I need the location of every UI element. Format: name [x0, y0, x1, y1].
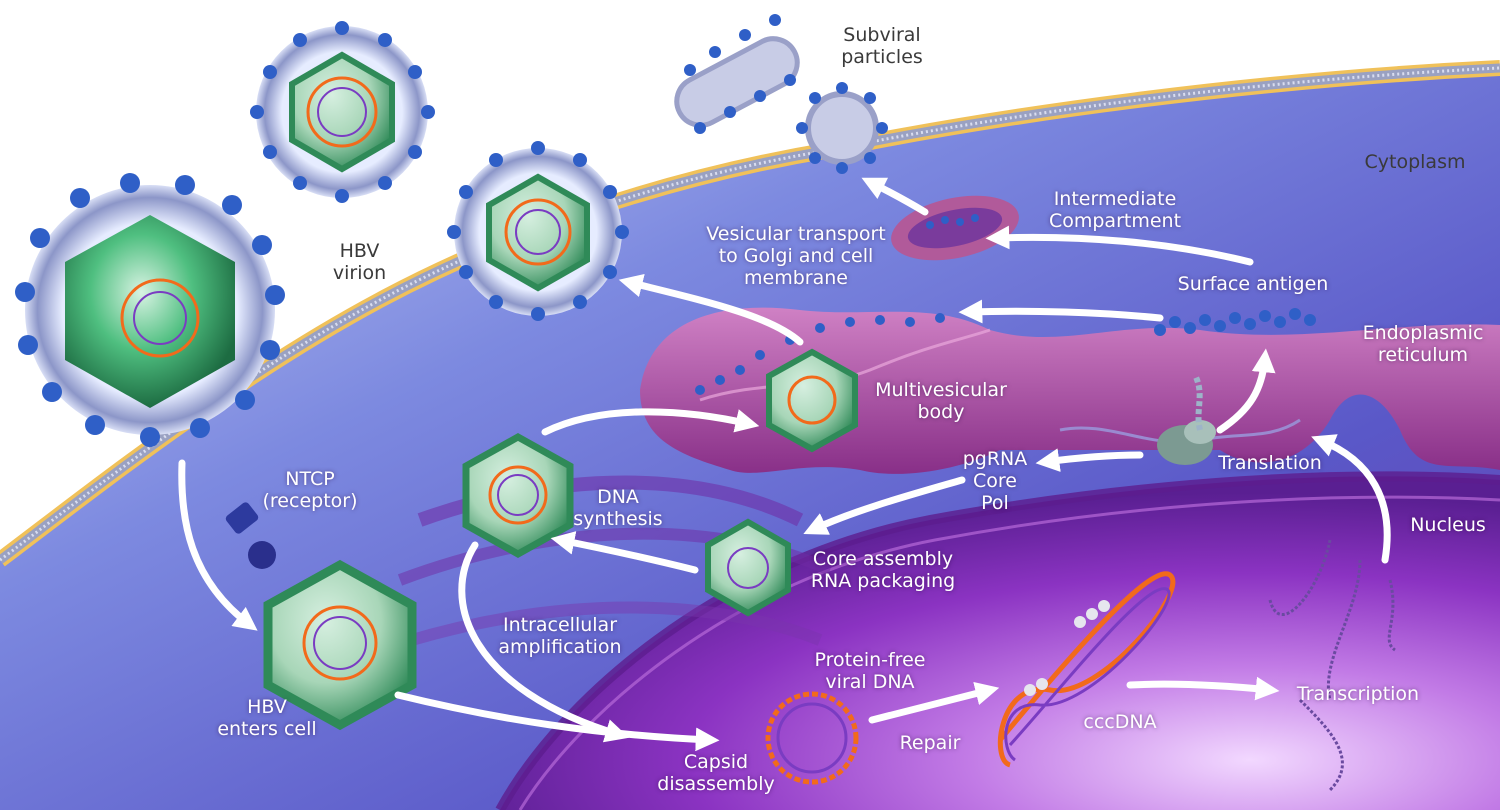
arrow-er-to-mvb — [958, 299, 1164, 324]
capsid-icon — [705, 518, 791, 617]
label-subviral-particles: Subviral particles — [812, 24, 952, 68]
arrow-to-subviral — [861, 177, 929, 216]
label-protein-free-dna: Protein-free viral DNA — [800, 649, 940, 693]
label-line: amplification — [498, 636, 622, 658]
capsid-icon — [462, 432, 574, 559]
arrow-transcription — [1126, 676, 1280, 701]
label-line: Repair — [899, 732, 961, 754]
protein-free-dna-icon — [765, 691, 859, 785]
label-line: Transcription — [1296, 683, 1420, 705]
label-line: Intracellular — [502, 614, 618, 636]
label-line: Subviral — [843, 24, 921, 46]
ntcp-receptor-icon — [225, 502, 276, 569]
label-dna-synthesis: DNA synthesis — [570, 486, 666, 530]
label-line: membrane — [744, 267, 848, 289]
label-multivesicular-body: Multivesicular body — [863, 379, 1019, 423]
label-ntcp-receptor: NTCP (receptor) — [255, 468, 365, 512]
label-line: Core assembly — [812, 548, 954, 570]
arrow-to-surface-antigen — [1216, 348, 1276, 434]
label-core-assembly: Core assembly RNA packaging — [800, 548, 966, 592]
label-transcription: Transcription — [1283, 683, 1433, 705]
arrow-to-pgrna — [1035, 448, 1144, 472]
hbv-virion-icon — [250, 21, 435, 203]
ribosome-icon — [1157, 420, 1216, 465]
label-intermediate-compartment: Intermediate Compartment — [1030, 188, 1200, 232]
label-line: body — [917, 401, 965, 423]
subviral-particle-icon — [796, 82, 888, 174]
arrow-to-core-assembly — [803, 476, 966, 535]
label-line: RNA packaging — [810, 570, 956, 592]
label-repair: Repair — [885, 732, 975, 754]
arrow-to-mvb — [541, 408, 760, 436]
arrow-entry — [178, 459, 258, 631]
capsid-icon — [766, 348, 858, 453]
label-line: virion — [332, 262, 387, 284]
label-line: HBV — [247, 696, 287, 718]
label-line: Nucleus — [1410, 514, 1486, 536]
label-line: Capsid — [683, 751, 749, 773]
label-line: NTCP — [285, 468, 335, 490]
label-hbv-enters-cell: HBV enters cell — [212, 696, 322, 740]
capsid-icon — [263, 559, 417, 731]
label-line: Protein-free — [814, 649, 926, 671]
label-line: Translation — [1218, 452, 1322, 474]
label-line: Pol — [981, 492, 1009, 514]
label-line: Intermediate — [1053, 188, 1177, 210]
label-line: HBV — [339, 240, 380, 262]
hbv-virion-icon — [15, 173, 285, 447]
label-line: reticulum — [1377, 344, 1469, 366]
surface-antigen-cluster — [695, 214, 1316, 395]
label-intracellular-amplification: Intracellular amplification — [490, 614, 630, 658]
label-line: cccDNA — [1083, 711, 1157, 733]
arrow-intracellular-amplification — [458, 541, 630, 743]
label-hbv-virion: HBV virion — [312, 240, 407, 284]
label-endoplasmic-reticulum: Endoplasmic reticulum — [1350, 322, 1496, 366]
endoplasmic-reticulum — [640, 307, 1500, 474]
label-line: Compartment — [1048, 210, 1182, 232]
label-line: Vesicular transport — [706, 223, 886, 245]
label-line: viral DNA — [825, 671, 915, 693]
arrow-translation-up — [1311, 434, 1391, 564]
hbv-virion-icon — [447, 141, 629, 321]
label-line: disassembly — [657, 773, 775, 795]
label-surface-antigen: Surface antigen — [1165, 273, 1341, 295]
arrow-to-intermediate — [985, 225, 1254, 266]
label-vesicular-transport: Vesicular transport to Golgi and cell me… — [698, 223, 894, 289]
label-line: Core — [973, 470, 1017, 492]
label-pgrna-core-pol: pgRNA Core Pol — [950, 448, 1040, 514]
subviral-particle-icon — [674, 14, 800, 134]
label-nucleus: Nucleus — [1398, 514, 1498, 536]
label-line: Endoplasmic — [1362, 322, 1484, 344]
label-line: DNA — [597, 486, 639, 508]
label-capsid-disassembly: Capsid disassembly — [648, 751, 784, 795]
arrow-to-capsid-disassembly — [394, 691, 720, 752]
label-line: synthesis — [573, 508, 663, 530]
label-cytoplasm: Cytoplasm — [1345, 151, 1485, 173]
label-line: Surface antigen — [1177, 273, 1329, 295]
label-translation: Translation — [1205, 452, 1335, 474]
label-line: enters cell — [217, 718, 317, 740]
label-line: particles — [841, 46, 923, 68]
arrow-to-membrane-exit — [618, 273, 804, 346]
label-line: Cytoplasm — [1364, 151, 1466, 173]
label-line: pgRNA — [962, 448, 1028, 470]
nucleus-region — [500, 476, 1500, 810]
label-line: Multivesicular — [875, 379, 1007, 401]
label-line: to Golgi and cell — [718, 245, 874, 267]
cccdna-icon — [997, 571, 1176, 768]
arrow-to-dna-synthesis — [550, 531, 699, 574]
label-cccdna: cccDNA — [1070, 711, 1170, 733]
arrow-repair — [868, 681, 1000, 724]
label-line: (receptor) — [262, 490, 358, 512]
